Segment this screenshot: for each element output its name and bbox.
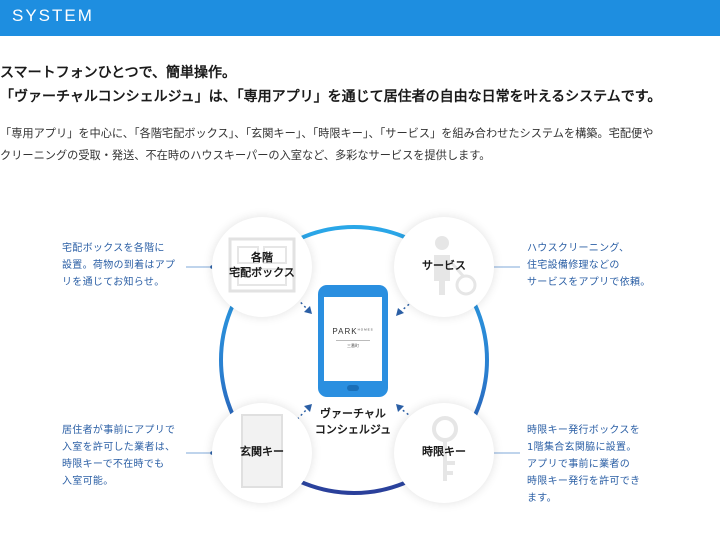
node-timed-key-label: 時限キー: [422, 445, 466, 458]
node-entrance-key: 玄関キー: [212, 403, 312, 503]
section-header-bar: SYSTEM: [0, 0, 720, 36]
description-line-1: 「専用アプリ」を中心に、「各階宅配ボックス」、「玄関キー」、「時限キー」、「サー…: [0, 127, 654, 140]
node-delivery-box: 各階 宅配ボックス: [212, 217, 312, 317]
side-text-timed-key: 時限キー発行ボックスを 1階集合玄関脇に設置。 アプリで事前に業者の 時限キー発…: [527, 425, 641, 504]
phone-brand: PARKHOMES: [332, 327, 374, 336]
door-icon: [241, 414, 283, 488]
node-service-label: サービス: [422, 259, 466, 272]
connection-ring: [219, 225, 489, 495]
side-text-delivery-box: 宅配ボックスを各階に 設置。荷物の到着はアプ リを通じてお知らせ。: [62, 243, 176, 288]
phone-divider: [336, 340, 370, 341]
housekeeper-icon: [434, 236, 477, 296]
side-connectors: [186, 266, 520, 454]
node-timed-key: 時限キー: [394, 403, 494, 503]
node-delivery-box-label: 各階 宅配ボックス: [229, 251, 295, 279]
headline-line-2: 「ヴァーチャルコンシェルジュ」は、「専用アプリ」を通じて居住者の自由な日常を叶え…: [0, 89, 662, 105]
section-title: SYSTEM: [12, 6, 94, 25]
center-label: ヴァーチャル コンシェルジュ: [314, 407, 392, 436]
smartphone-icon: PARKHOMES 三番町: [318, 285, 388, 397]
headline-line-1: スマートフォンひとつで、簡単操作。: [0, 65, 237, 81]
node-entrance-key-label: 玄関キー: [240, 445, 284, 458]
node-service: サービス: [394, 217, 494, 317]
phone-screen: PARKHOMES 三番町: [324, 297, 382, 381]
phone-sub-label: 三番町: [347, 343, 359, 348]
side-text-entrance-key: 居住者が事前にアプリで 入室を許可した業者は、 時限キーで不在時でも 入室可能。: [62, 425, 176, 487]
phone-home-button: [347, 385, 359, 391]
description-line-2: クリーニングの受取・発送、不在時のハウスキーパーの入室など、多彩なサービスを提供…: [0, 149, 491, 162]
key-icon: [432, 416, 458, 481]
description: 「専用アプリ」を中心に、「各階宅配ボックス」、「玄関キー」、「時限キー」、「サー…: [0, 123, 720, 167]
side-text-service: ハウスクリーニング、 住宅設備修理などの サービスをアプリで依頼。: [527, 243, 651, 288]
delivery-box-icon: [228, 237, 296, 293]
